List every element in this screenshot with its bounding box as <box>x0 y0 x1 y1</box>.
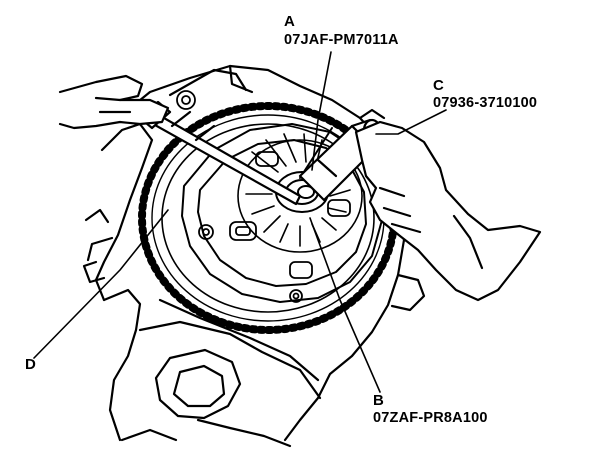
callout-a-part-number: 07JAF-PM7011A <box>284 32 399 48</box>
callout-c-part-number: 07936-3710100 <box>433 95 538 111</box>
callout-c-letter: C <box>433 77 444 94</box>
leader-line-b <box>309 217 381 393</box>
leader-lines <box>33 51 447 393</box>
engine-block <box>82 64 426 448</box>
leader-line-c <box>375 109 447 135</box>
right-hand <box>354 120 542 302</box>
callout-d-letter: D <box>25 356 36 373</box>
leader-line-d <box>33 209 169 359</box>
pressure-plate <box>176 90 383 303</box>
callout-b-part-number: 07ZAF-PR8A100 <box>373 410 488 426</box>
diaphragm-spring <box>237 133 363 253</box>
leader-line-a <box>311 51 332 171</box>
left-hand <box>58 74 170 130</box>
callout-a-letter: A <box>284 13 295 30</box>
callout-b-letter: B <box>373 392 384 409</box>
